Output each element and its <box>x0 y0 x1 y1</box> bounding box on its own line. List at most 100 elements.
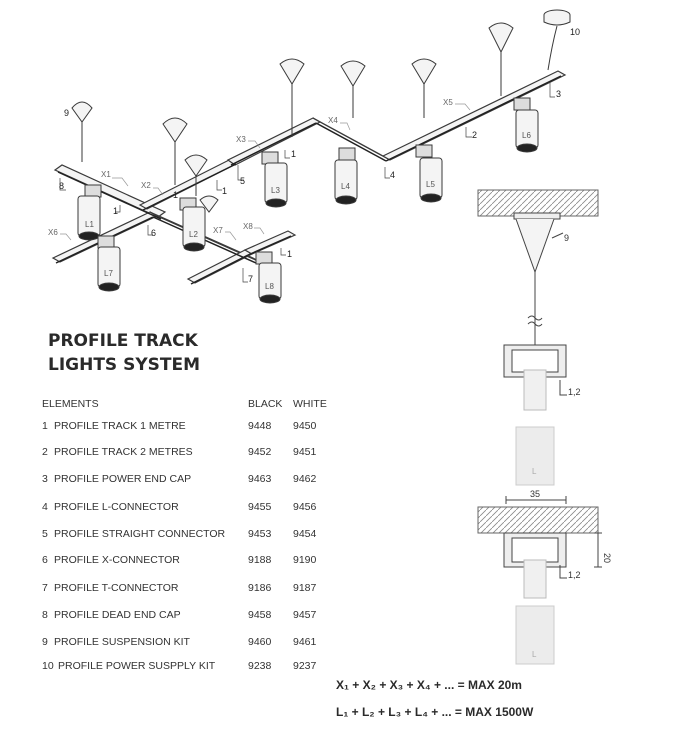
suspension-kit-6 <box>340 60 366 118</box>
header-black: BLACK <box>248 398 283 410</box>
row-label: PROFILE SUSPENSION KIT <box>54 636 190 648</box>
table-row: 7 PROFILE T-CONNECTOR 9186 9187 <box>42 582 342 596</box>
callout-number: 1 <box>173 190 178 200</box>
page-title: PROFILE TRACK LIGHTS SYSTEM <box>48 329 200 377</box>
length-formula: X₁ + X₂ + X₃ + X₄ + ... = MAX 20m <box>336 678 522 692</box>
track-layout <box>51 70 567 285</box>
row-number: 9 <box>42 636 48 648</box>
spotlight-l5 <box>415 144 443 203</box>
lamp-label: L7 <box>104 269 113 278</box>
callout-number: 9 <box>64 108 69 118</box>
detail-lamp-label: L <box>532 467 537 476</box>
row-white-code: 9456 <box>293 501 317 513</box>
spotlight-l3 <box>261 151 288 208</box>
spotlight-l2 <box>179 197 206 252</box>
callout-number: 5 <box>240 176 245 186</box>
row-number: 8 <box>42 609 48 621</box>
detail-surface <box>477 496 602 665</box>
row-number: 5 <box>42 528 48 540</box>
callout-number: 6 <box>151 228 156 238</box>
segment-labels: X1 X2 X3 X4 X5 X6 X7 X8 <box>48 98 471 241</box>
row-white-code: 9451 <box>293 446 317 458</box>
detail-suspended <box>477 189 599 486</box>
suspension-kit-3 <box>184 154 208 196</box>
row-label: PROFILE POWER END CAP <box>54 473 192 485</box>
row-black-code: 9238 <box>248 660 272 672</box>
suspension-kit-1 <box>71 101 93 162</box>
row-white-code: 9461 <box>293 636 317 648</box>
callout-number: 4 <box>390 170 395 180</box>
detail-lamp-label: L <box>532 650 537 659</box>
ceiling-slab-top <box>477 189 599 217</box>
lamp-label: L3 <box>271 186 280 195</box>
suspension-kits <box>71 9 571 213</box>
callout-number: 7 <box>248 274 253 284</box>
height-dimension: 20 <box>602 553 612 563</box>
lamp-label: L5 <box>426 180 435 189</box>
callout-number: 10 <box>570 27 580 37</box>
segment-label: X2 <box>141 181 151 190</box>
suspension-kit-7 <box>411 58 437 118</box>
suspension-kit-5 <box>279 58 305 137</box>
callout-number: 1 <box>287 249 292 259</box>
detail-callout: 1,2 <box>568 387 581 397</box>
row-number: 10 <box>42 660 54 672</box>
row-number: 6 <box>42 554 48 566</box>
table-row: 2 PROFILE TRACK 2 METRES 9452 9451 <box>42 446 342 460</box>
row-label: PROFILE STRAIGHT CONNECTOR <box>54 528 226 540</box>
detail-surface-labels: 35 20 1,2 L <box>530 489 612 659</box>
row-black-code: 9188 <box>248 554 272 566</box>
track-segment-t <box>243 230 297 255</box>
row-number: 7 <box>42 582 48 594</box>
segment-label: X3 <box>236 135 246 144</box>
row-black-code: 9463 <box>248 473 272 485</box>
segment-label: X6 <box>48 228 58 237</box>
width-dimension: 35 <box>530 489 540 499</box>
row-white-code: 9237 <box>293 660 317 672</box>
row-white-code: 9462 <box>293 473 317 485</box>
suspension-kit-4 <box>199 195 219 213</box>
row-black-code: 9453 <box>248 528 272 540</box>
row-number: 3 <box>42 473 48 485</box>
row-number: 4 <box>42 501 48 513</box>
header-elements: ELEMENTS <box>42 398 99 410</box>
lamp-label: L8 <box>265 282 274 291</box>
row-number: 2 <box>42 446 48 458</box>
lamp-label: L6 <box>522 131 531 140</box>
row-black-code: 9455 <box>248 501 272 513</box>
component-callouts: 1 1 1 1 1 2 3 4 5 6 7 8 9 10 <box>59 27 580 284</box>
title-line-1: PROFILE TRACK <box>48 331 198 351</box>
row-white-code: 9450 <box>293 420 317 432</box>
table-row: 9 PROFILE SUSPENSION KIT 9460 9461 <box>42 636 342 650</box>
callout-number: 3 <box>556 89 561 99</box>
table-row: 4 PROFILE L-CONNECTOR 9455 9456 <box>42 501 342 515</box>
segment-label: X7 <box>213 226 223 235</box>
row-number: 1 <box>42 420 48 432</box>
segment-label: X4 <box>328 116 338 125</box>
detail-suspended-labels: 9 1,2 L <box>532 233 581 476</box>
spotlight-l1 <box>77 184 102 241</box>
row-label: PROFILE L-CONNECTOR <box>54 501 179 513</box>
row-label: PROFILE X-CONNECTOR <box>54 554 180 566</box>
title-line-2: LIGHTS SYSTEM <box>48 355 201 375</box>
spotlight-l7 <box>97 235 121 292</box>
row-black-code: 9452 <box>248 446 272 458</box>
lamp-labels: L1 L2 L3 L4 L5 L6 L7 L8 <box>85 131 531 291</box>
power-supply-canopy <box>543 9 571 71</box>
spotlight-l4 <box>334 147 358 205</box>
row-black-code: 9186 <box>248 582 272 594</box>
callout-number: 1 <box>113 206 118 216</box>
row-white-code: 9190 <box>293 554 317 566</box>
row-white-code: 9457 <box>293 609 317 621</box>
row-label: PROFILE DEAD END CAP <box>54 609 181 621</box>
track-segment-x5 <box>381 70 567 161</box>
segment-label: X8 <box>243 222 253 231</box>
spotlight-l8 <box>255 251 282 304</box>
row-black-code: 9460 <box>248 636 272 648</box>
table-row: 6 PROFILE X-CONNECTOR 9188 9190 <box>42 554 342 568</box>
detail-callout: 9 <box>564 233 569 243</box>
row-label: PROFILE TRACK 1 METRE <box>54 420 186 432</box>
ceiling-slab-bottom <box>477 506 599 534</box>
segment-label: X5 <box>443 98 453 107</box>
